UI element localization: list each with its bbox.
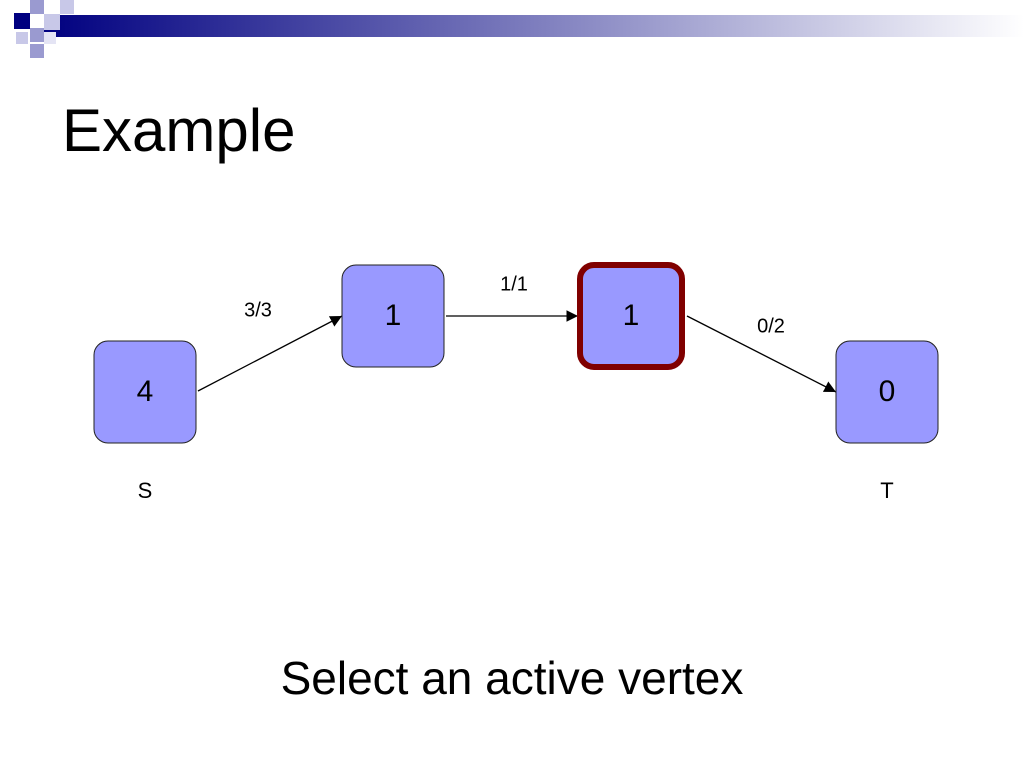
vertex-box-t	[835, 340, 939, 444]
vertex-role-t: T	[880, 478, 893, 503]
edge-label-s-a: 3/3	[244, 299, 272, 321]
edge-label-a-b: 1/1	[500, 273, 528, 295]
slide-caption: Select an active vertex	[280, 652, 744, 704]
slide-header-decoration	[14, 0, 1024, 58]
edge-label-b-t: 0/2	[757, 315, 785, 337]
vertex-excess-a: 1	[385, 299, 402, 332]
slide-title: Example	[62, 97, 296, 164]
vertex-role-s: S	[138, 478, 153, 503]
vertex-excess-t: 0	[879, 375, 896, 408]
vertex-box-s	[93, 340, 197, 444]
vertex-excess-b: 1	[623, 299, 640, 332]
vertex-box-a	[341, 264, 445, 368]
active-vertex-box	[577, 262, 685, 370]
vertex-excess-s: 4	[137, 375, 154, 408]
edge-arrow-s-a	[197, 315, 343, 392]
edge-arrow-b-t	[686, 315, 837, 393]
